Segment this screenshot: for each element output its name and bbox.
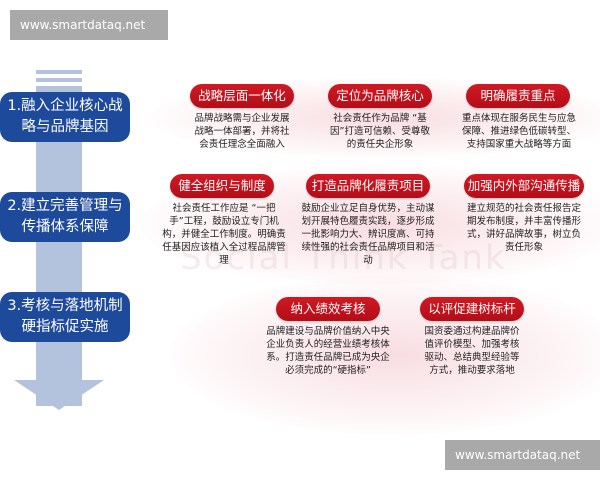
row3-band [170, 275, 600, 435]
desc-organization-system: 社会责任工作应是 “一把手”工程，鼓励设立专门机构，并健全工作制度。明确责任基因… [162, 203, 286, 266]
desc-performance-assessment: 品牌建设与品牌价值纳入中央企业负责人的经营业绩考核体系。打造责任品牌已成为央企必… [266, 326, 390, 376]
desc-benchmark: 国资委通过构建品牌价值评价模型、加强考核驱动、总结典型经验等方式，推动要求落地 [424, 326, 520, 376]
watermark-top: www.smartdataq.net [10, 10, 168, 40]
background-ghost-text: Social Think Tank [180, 238, 507, 278]
desc-brand-core: 社会责任作为品牌 “基因”打造可信赖、受尊敬的责任央企形象 [330, 113, 430, 150]
desc-strategy-integration: 品牌战略需与企业发展战略一体部署，并将社会责任理念全面融入 [194, 113, 290, 150]
pill-brand-core: 定位为品牌核心 [328, 84, 432, 108]
step-3-box: 3.考核与落地机制硬指标促实施 [0, 292, 130, 342]
pill-benchmark: 以评促建树标杆 [420, 297, 524, 321]
arrow-stripe [36, 70, 82, 74]
down-arrow-head [14, 380, 104, 410]
pill-communication: 加强内外部沟通传播 [464, 174, 584, 198]
pill-strategy-integration: 战略层面一体化 [190, 84, 294, 108]
watermark-bottom: www.smartdataq.net [445, 440, 600, 470]
desc-brand-projects: 鼓励企业立足自身优势，主动谋划开展特色履责实践，逐步形成一批影响力大、辨识度高、… [301, 203, 435, 266]
step-2-box: 2.建立完善管理与传播体系保障 [0, 192, 130, 242]
pill-performance-assessment: 纳入绩效考核 [276, 297, 380, 321]
desc-communication: 建立规范的社会责任报告定期发布制度，并丰富传播形式，讲好品牌故事，树立负责任形象 [466, 203, 581, 253]
step-1-box: 1.融入企业核心战略与品牌基因 [0, 92, 130, 142]
pill-brand-projects: 打造品牌化履责项目 [306, 174, 430, 198]
desc-responsibility-focus: 重点体现在服务民生与应急保障、推进绿色低碳转型、支持国家重大战略等方面 [462, 113, 577, 150]
pill-organization-system: 健全组织与制度 [170, 174, 274, 198]
pill-responsibility-focus: 明确履责重点 [466, 84, 570, 108]
arrow-stripe [36, 78, 82, 82]
